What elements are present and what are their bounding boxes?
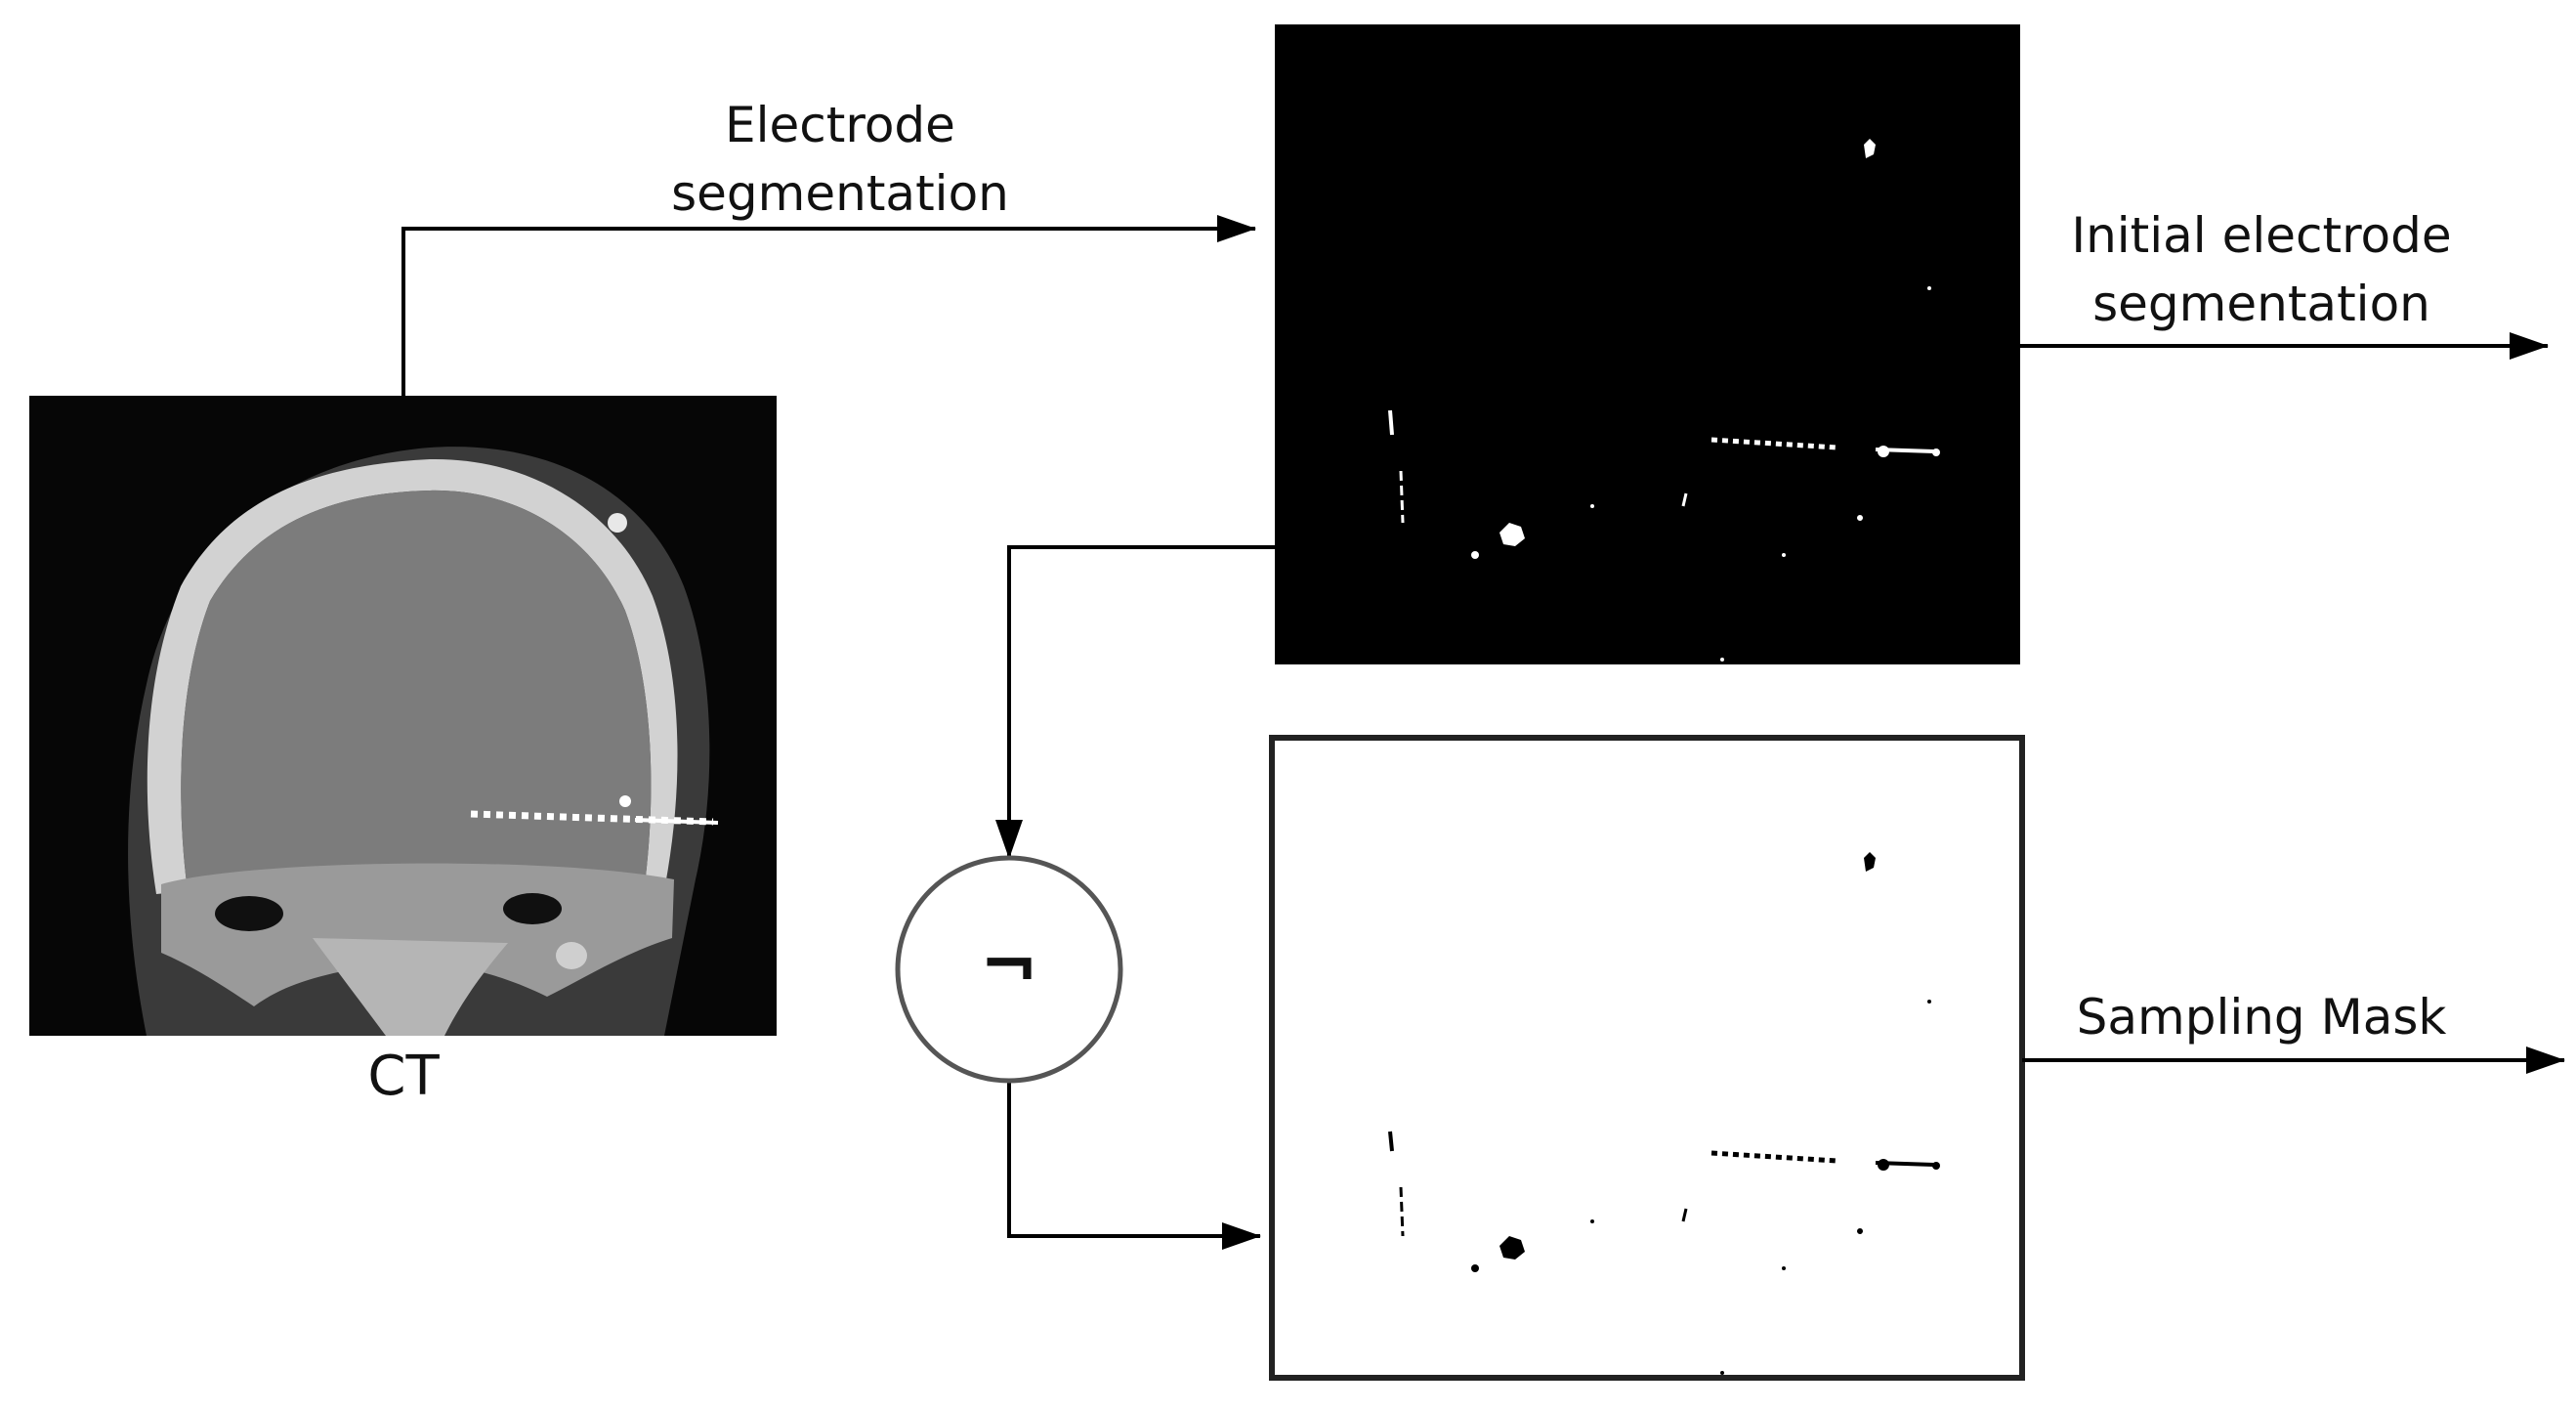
- label-electrode-segmentation-line1: Electrode: [725, 97, 955, 153]
- label-electrode-segmentation-line2: segmentation: [671, 165, 1009, 222]
- sampling-mask-panel: [1269, 735, 2025, 1381]
- arrow-segmentation-to-not: [995, 545, 1275, 859]
- ct-image: [29, 396, 777, 1036]
- arrow-ct-to-segmentation: [401, 215, 1256, 396]
- not-operator-node: ¬: [895, 855, 1123, 1084]
- initial-segmentation-panel: [1275, 24, 2020, 664]
- label-initial-line1: Initial electrode: [2071, 207, 2451, 264]
- arrow-not-to-mask: [1007, 1082, 1261, 1250]
- label-ct: CT: [367, 1045, 440, 1108]
- label-sampling-mask: Sampling Mask: [2077, 989, 2447, 1046]
- label-initial-line2: segmentation: [2092, 276, 2430, 332]
- not-symbol: ¬: [980, 923, 1038, 1005]
